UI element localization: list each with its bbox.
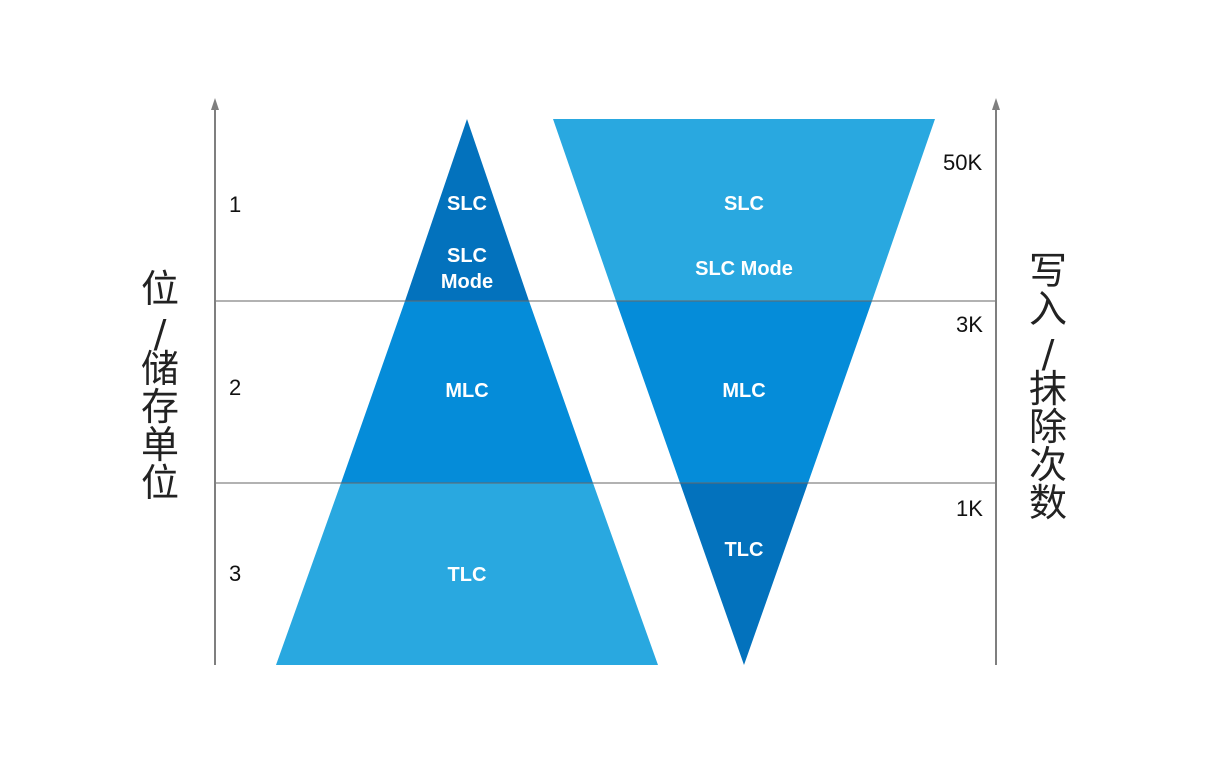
left-axis-title: 位 / 储 存 单 位 bbox=[141, 267, 179, 505]
right-triangle-slc-band bbox=[553, 119, 935, 301]
left-triangle-tlc-band bbox=[276, 483, 658, 665]
left-title-char: 存 bbox=[141, 385, 179, 429]
left-axis-arrowhead bbox=[211, 98, 219, 110]
right-triangle bbox=[553, 119, 935, 665]
left-label-slc-mode-line1: SLC bbox=[447, 245, 487, 267]
right-title-char: 抹 bbox=[1029, 367, 1067, 411]
left-title-char: 位 bbox=[141, 461, 179, 505]
left-title-char: 位 bbox=[141, 267, 179, 311]
left-label-slc: SLC bbox=[447, 193, 487, 215]
right-title-char: 写 bbox=[1029, 249, 1067, 293]
right-axis-title: 写 入 / 抹 除 次 数 bbox=[1029, 249, 1067, 525]
left-triangle-mlc-band bbox=[341, 301, 593, 483]
right-title-char: 入 bbox=[1029, 287, 1067, 331]
left-triangle-slc-band bbox=[405, 119, 529, 301]
left-label-slc-mode-line2: Mode bbox=[441, 271, 493, 293]
right-label-slc: SLC bbox=[724, 193, 764, 215]
left-axis-tick-2: 2 bbox=[229, 375, 241, 400]
right-axis-tick-1k: 1K bbox=[956, 496, 983, 521]
right-triangle-tlc-band bbox=[680, 483, 808, 665]
right-axis-tick-3k: 3K bbox=[956, 312, 983, 337]
right-title-char: 次 bbox=[1029, 443, 1067, 487]
right-title-char: 数 bbox=[1029, 481, 1067, 525]
left-title-char: / bbox=[154, 312, 167, 356]
right-title-char: 除 bbox=[1029, 405, 1067, 449]
right-axis-arrowhead bbox=[992, 98, 1000, 110]
right-label-slc-mode: SLC Mode bbox=[695, 258, 793, 280]
left-triangle bbox=[276, 119, 658, 665]
left-title-char: 单 bbox=[141, 423, 179, 467]
right-label-tlc: TLC bbox=[725, 539, 764, 561]
right-triangle-mlc-band bbox=[616, 301, 872, 483]
left-label-mlc: MLC bbox=[445, 380, 488, 402]
right-axis: 50K 3K 1K bbox=[943, 98, 1000, 665]
right-title-char: / bbox=[1042, 332, 1055, 376]
left-axis: 1 2 3 bbox=[211, 98, 241, 665]
left-title-char: 储 bbox=[141, 347, 179, 391]
left-label-tlc: TLC bbox=[448, 564, 487, 586]
right-label-mlc: MLC bbox=[722, 380, 765, 402]
right-axis-tick-50k: 50K bbox=[943, 150, 982, 175]
left-axis-tick-3: 3 bbox=[229, 561, 241, 586]
left-axis-tick-1: 1 bbox=[229, 192, 241, 217]
